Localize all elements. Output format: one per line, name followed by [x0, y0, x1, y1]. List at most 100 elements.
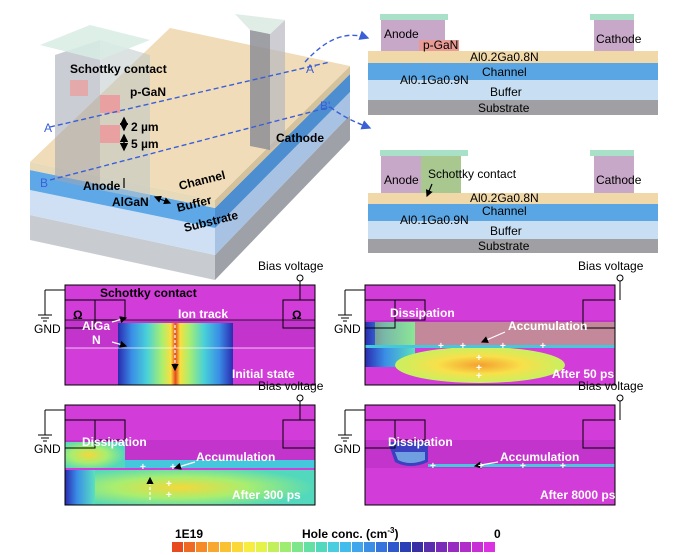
svg-text:+: + [430, 461, 436, 472]
barrier-label-a: Al0.2Ga0.8N [470, 50, 539, 64]
colorbar-swatch [256, 542, 267, 552]
colorbar-swatch [304, 542, 315, 552]
colorbar-swatches [172, 542, 495, 552]
algan-label-p1: AlGa [82, 319, 110, 333]
accumulation-label-p4: Accumulation [500, 450, 579, 464]
bias-label-3: Bias voltage [258, 379, 324, 393]
colorbar-swatch [352, 542, 363, 552]
panel-after-50ps: GND Bias voltage Dissipation Accumulatio… [334, 259, 644, 386]
algan-label-3d: AlGaN [112, 195, 149, 209]
svg-text:+: + [476, 371, 482, 382]
colorbar-swatch [244, 542, 255, 552]
pgan-pad [100, 95, 120, 113]
panel-after-300ps: GND Bias voltage Dissipation Accumulatio… [34, 379, 324, 506]
cathode-label-3d: Cathode [276, 131, 324, 145]
substrate-label-a: Substrate [478, 101, 530, 115]
schottky-contact-b [421, 156, 461, 193]
colorbar-swatch [232, 542, 243, 552]
colorbar-max: 1E19 [175, 527, 203, 541]
cross-section-a: Anode p-GaN Cathode Al0.2Ga0.8N Channel … [368, 14, 658, 115]
schottky-label-p1: Schottky contact [100, 286, 197, 300]
hole-cloud-p3 [90, 470, 315, 505]
cathode-contact-a [594, 20, 634, 51]
colorbar-swatch [292, 542, 303, 552]
panel-after-8000ps: GND Bias voltage Dissipation Accumulatio… [334, 379, 644, 506]
buffer-label-b: Buffer [490, 224, 522, 238]
colorbar-swatch [412, 542, 423, 552]
state-label-p1: Initial state [232, 367, 295, 381]
colorbar-swatch [196, 542, 207, 552]
gnd-label-2: GND [334, 322, 361, 336]
schottky-label-3d: Schottky contact [70, 62, 167, 76]
section-line-b [49, 106, 331, 181]
colorbar-swatch [280, 542, 291, 552]
channel-label-a: Channel [482, 65, 527, 79]
channel-label-b: Channel [482, 204, 527, 218]
accumulation-label-p2: Accumulation [508, 319, 587, 333]
bias-label-2: Bias voltage [578, 259, 644, 273]
cross-section-b: Anode Schottky contact Cathode Al0.2Ga0.… [368, 150, 658, 253]
state-label-p2: After 50 ps [552, 367, 614, 381]
barrier-b [368, 193, 658, 204]
svg-text:+: + [166, 490, 172, 501]
ohmic-symbol-right: Ω [292, 308, 302, 322]
ohmic-symbol-left: Ω [73, 308, 83, 322]
buffer-b [368, 221, 658, 239]
colorbar-swatch [484, 542, 495, 552]
colorbar-swatch [340, 542, 351, 552]
gnd-label-1: GND [34, 322, 61, 336]
cathode-label-b: Cathode [596, 173, 642, 187]
lower-label-b: Al0.1Ga0.9N [400, 213, 469, 227]
section-a-prime-label: A' [306, 62, 316, 76]
colorbar-swatch [208, 542, 219, 552]
colorbar-swatch [436, 542, 447, 552]
dim-5um-label: 5 µm [131, 137, 159, 151]
hole-markers-p4: ++++ [430, 461, 566, 472]
section-b-prime-label: B' [320, 99, 330, 113]
arrow-to-cross-b [329, 106, 372, 130]
colorbar-swatch [424, 542, 435, 552]
svg-text:+: + [438, 341, 444, 352]
channel-b [368, 204, 658, 221]
colorbar-swatch [472, 542, 483, 552]
dim-2um-label: 2 µm [131, 120, 159, 134]
channel-side [215, 74, 350, 228]
arrow-to-cross-a [304, 30, 370, 63]
ion-track-region [118, 323, 233, 385]
svg-text:+: + [476, 363, 482, 374]
substrate-a [368, 100, 658, 115]
svg-text:+: + [476, 353, 482, 364]
colorbar-swatch [460, 542, 471, 552]
substrate-label-b: Substrate [478, 239, 530, 253]
device-3d: Schottky contact p-GaN 2 µm 5 µm Cathode… [30, 14, 372, 280]
buffer-side [215, 92, 350, 255]
svg-text:+: + [540, 341, 546, 352]
bias-label-4: Bias voltage [578, 379, 644, 393]
barrier-a [368, 51, 658, 63]
cathode-contact-b [594, 156, 634, 193]
substrate-front [30, 215, 215, 280]
anode-label-b: Anode [384, 173, 419, 187]
svg-text:+: + [140, 462, 146, 473]
anode-contact-a [381, 20, 419, 51]
anode-label-3d: Anode [83, 179, 121, 193]
bias-label-1: Bias voltage [258, 259, 324, 273]
lower-label-a: Al0.1Ga0.9N [400, 73, 469, 87]
channel-a [368, 63, 658, 80]
buffer-front [30, 190, 215, 255]
hole-cloud-p2 [395, 347, 565, 383]
colorbar-swatch [376, 542, 387, 552]
pgan-label-a: p-GaN [423, 38, 458, 52]
colorbar-swatch [400, 542, 411, 552]
cathode-bar [250, 30, 270, 150]
colorbar-swatch [172, 542, 183, 552]
colorbar-swatch [184, 542, 195, 552]
svg-text:+: + [560, 461, 566, 472]
svg-text:+: + [166, 479, 172, 490]
substrate-side [215, 115, 350, 280]
svg-text:+: + [170, 462, 176, 473]
panel-initial-state: Ω Ω GND Bias voltage Schottky contact Io… [34, 259, 324, 386]
section-a-label: A [44, 121, 52, 135]
svg-text:+: + [520, 461, 526, 472]
